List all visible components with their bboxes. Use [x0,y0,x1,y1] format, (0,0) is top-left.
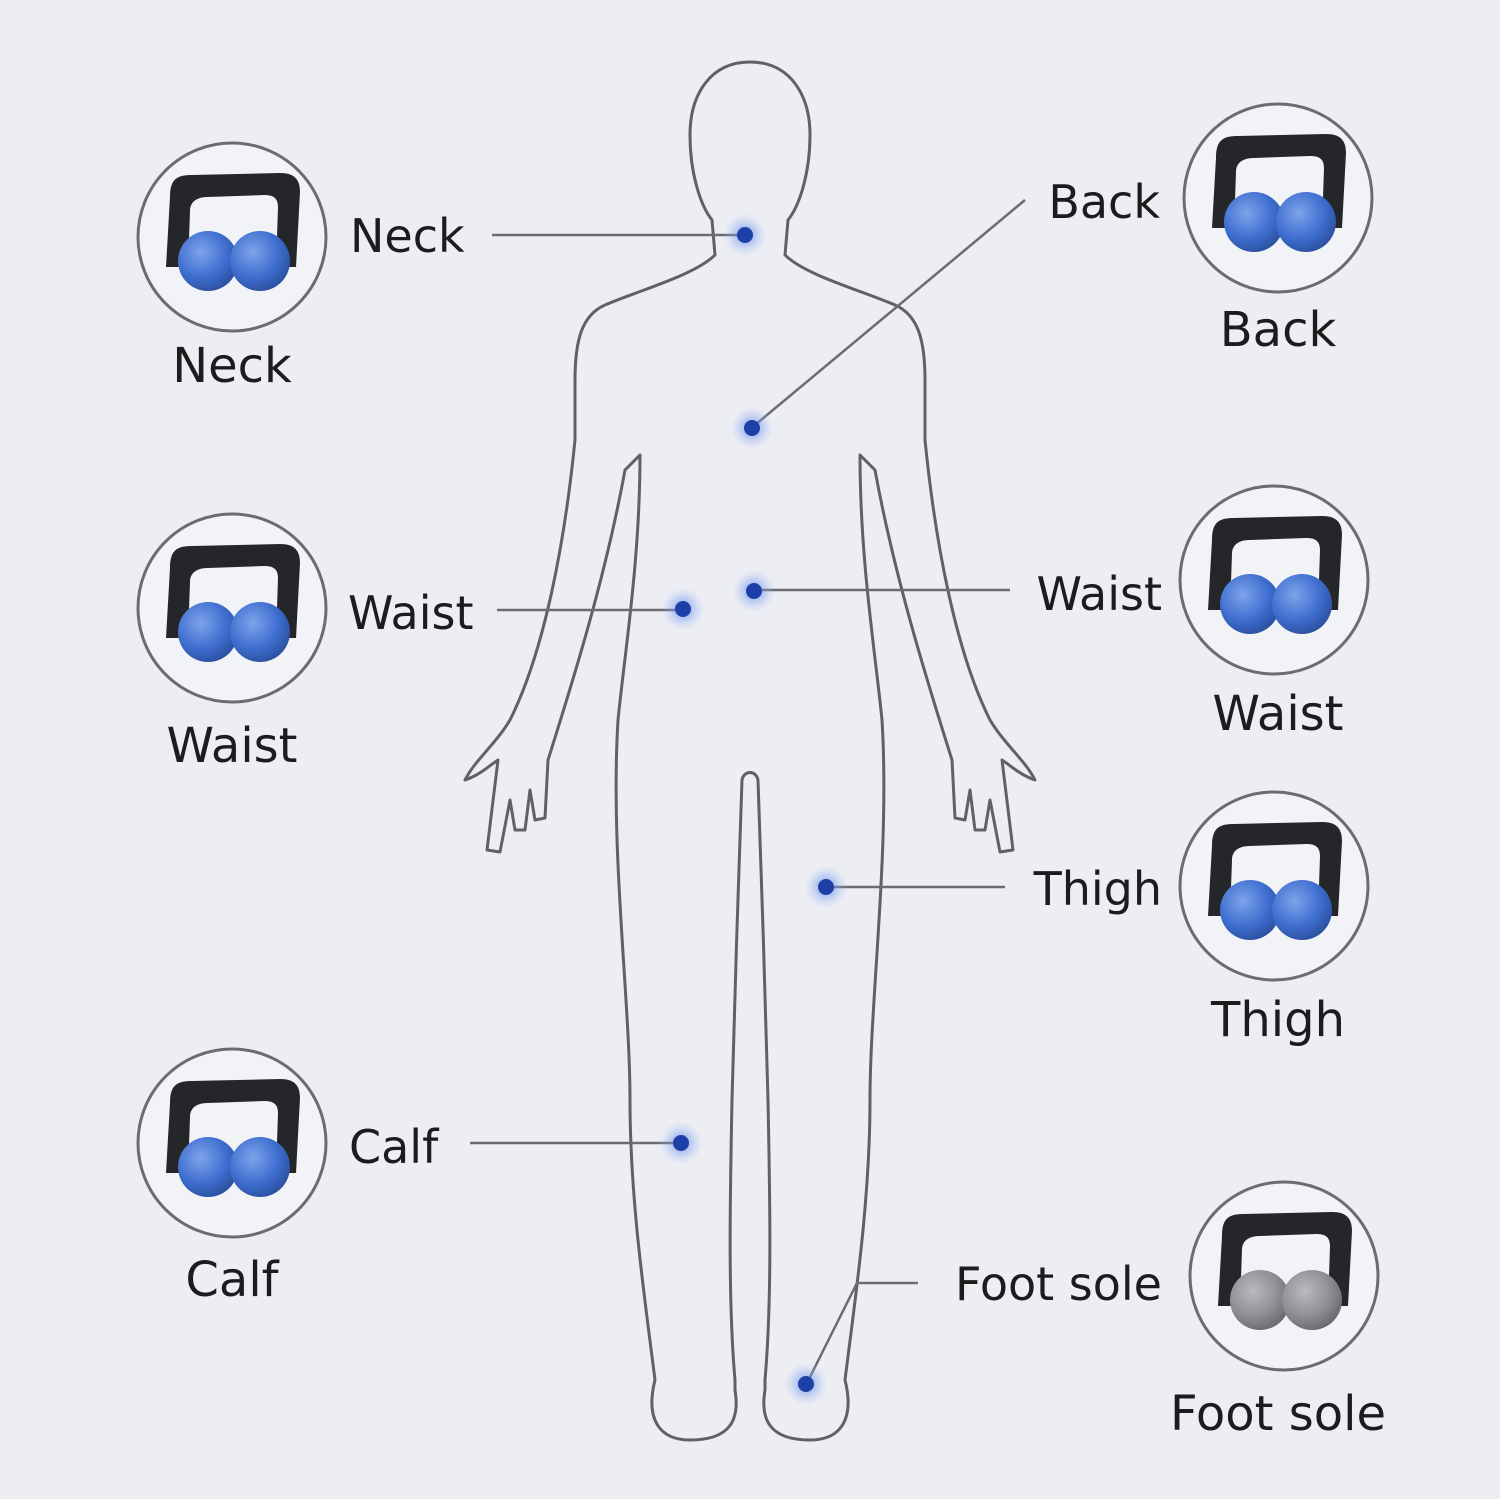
massage-roller-icon [166,544,300,662]
point-foot-sole [784,1362,828,1406]
massage-points [659,213,848,1406]
label-waist-left: Waist [348,586,474,640]
caption-thigh: Thigh [1210,992,1345,1048]
label-foot-sole: Foot sole [955,1257,1162,1311]
blue-dot-icon [746,583,762,599]
blue-dot-icon [798,1376,814,1392]
point-calf [659,1121,703,1165]
roller-icon-foot-sole [1188,1180,1380,1372]
roller-icon-waist-right [1178,484,1370,676]
point-labels: Neck Back Waist Waist Thigh Calf Foot so… [348,175,1162,1311]
caption-neck: Neck [172,338,292,394]
caption-waist-left: Waist [167,718,298,774]
leader-line-back [754,199,1026,426]
icon-captions: Neck Back Waist Waist Thigh Calf Foot so… [167,302,1386,1442]
label-neck: Neck [350,209,465,263]
blue-dot-icon [673,1135,689,1151]
human-body-outline [463,60,1037,1442]
blue-dot-icon [744,420,760,436]
label-thigh: Thigh [1033,862,1162,916]
point-waist-left [661,587,705,631]
roller-icon-neck [136,141,328,333]
massage-roller-icon [1212,134,1346,252]
roller-icon-calf [136,1047,328,1239]
massage-roller-icon [166,1079,300,1197]
leader-lines [470,199,1026,1384]
blue-dot-icon [818,879,834,895]
blue-dot-icon [675,601,691,617]
massage-roller-icon [1208,822,1342,940]
label-waist-right: Waist [1036,567,1162,621]
roller-icon-waist-left [136,512,328,704]
label-back: Back [1048,175,1160,229]
caption-foot-sole: Foot sole [1170,1386,1386,1442]
caption-waist-right: Waist [1213,686,1344,742]
roller-icon-back [1182,102,1374,294]
roller-icon-thigh [1178,790,1370,982]
massage-roller-icon [1218,1212,1352,1330]
point-back [730,406,774,450]
massage-roller-icon [166,173,300,291]
caption-calf: Calf [185,1252,279,1308]
point-waist-right [732,569,776,613]
point-thigh [804,865,848,909]
point-neck [723,213,767,257]
leader-line-foot-sole [805,1281,918,1384]
blue-dot-icon [737,227,753,243]
caption-back: Back [1220,302,1337,358]
massage-roller-icon [1208,516,1342,634]
label-calf: Calf [349,1120,440,1174]
